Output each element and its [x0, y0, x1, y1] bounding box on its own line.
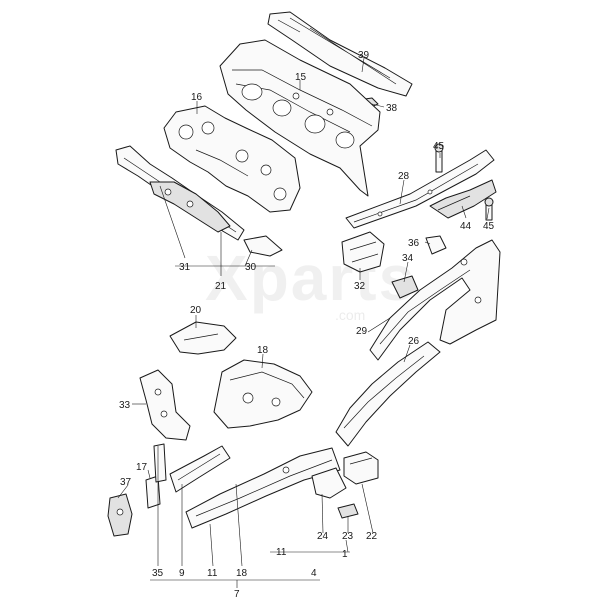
part-24-end-plate[interactable]	[311, 467, 347, 499]
part-18-wheel-housing[interactable]	[213, 359, 313, 429]
part-16-firewall-insulation[interactable]	[163, 105, 301, 213]
part-34-bracket[interactable]	[391, 275, 419, 299]
callout-11-lower: 11	[207, 568, 218, 579]
callout-23: 23	[342, 531, 354, 542]
callout-28: 28	[398, 171, 410, 182]
part-39-plenum-cover[interactable]	[267, 11, 413, 97]
callout-37: 37	[120, 477, 132, 488]
part-28-upper-rail[interactable]	[345, 149, 495, 229]
part-36-clip[interactable]	[425, 235, 447, 255]
callout-39: 39	[358, 50, 370, 61]
callout-30: 30	[245, 262, 257, 273]
callout-18-upper: 18	[257, 345, 269, 356]
callout-11-upper: 11	[276, 547, 287, 558]
part-11-main-rail[interactable]	[185, 447, 341, 529]
watermark-brand: Xparts	[205, 242, 416, 314]
part-33-hinge-pillar[interactable]	[139, 369, 191, 441]
part-37-bracket[interactable]	[107, 493, 133, 537]
part-9-front-rail[interactable]	[169, 445, 231, 493]
part-17-plate[interactable]	[145, 475, 161, 509]
part-32-support[interactable]	[341, 231, 385, 273]
callout-22: 22	[366, 531, 378, 542]
part-23-spacer[interactable]	[337, 503, 359, 519]
part-21-inner-member[interactable]	[149, 181, 231, 233]
callout-20: 20	[190, 305, 202, 316]
callout-35: 35	[152, 568, 164, 579]
callout-32: 32	[354, 281, 366, 292]
callout-24: 24	[317, 531, 329, 542]
part-15-cowl-panel[interactable]	[219, 39, 381, 197]
callout-16: 16	[191, 92, 203, 103]
callout-18-lower: 18	[236, 568, 248, 579]
callout-21: 21	[215, 281, 227, 292]
callout-44: 44	[460, 221, 472, 232]
callout-31: 31	[179, 262, 191, 273]
part-35-strip[interactable]	[153, 443, 167, 483]
callout-45-lower: 45	[483, 221, 495, 232]
callout-9: 9	[179, 568, 185, 579]
callout-38: 38	[386, 103, 398, 114]
watermark-domain: .com	[335, 307, 365, 323]
leader-lines	[117, 57, 490, 588]
callout-45-upper: 45	[433, 141, 445, 152]
callout-4: 4	[311, 568, 317, 579]
part-30-gusset[interactable]	[243, 235, 283, 257]
part-29-apron-rail[interactable]	[369, 239, 501, 361]
callout-1: 1	[342, 549, 348, 560]
callout-33: 33	[119, 400, 131, 411]
callout-15: 15	[295, 72, 307, 83]
callout-26: 26	[408, 336, 420, 347]
part-26-lower-member[interactable]	[335, 341, 441, 447]
part-45-bolt-lower[interactable]	[484, 197, 494, 221]
callout-34: 34	[402, 253, 414, 264]
callouts: 39 15 38 16 45 28 44 45 36 34 32 31 30 2…	[119, 50, 495, 600]
callout-7: 7	[234, 589, 240, 600]
part-20-strut-bracket[interactable]	[169, 321, 237, 355]
part-22-crash-box[interactable]	[343, 451, 379, 485]
callout-29: 29	[356, 326, 368, 337]
callout-36: 36	[408, 238, 420, 249]
part-45-bolt-upper[interactable]	[434, 143, 444, 173]
part-44-bracket[interactable]	[429, 179, 497, 219]
callout-17: 17	[136, 462, 148, 473]
